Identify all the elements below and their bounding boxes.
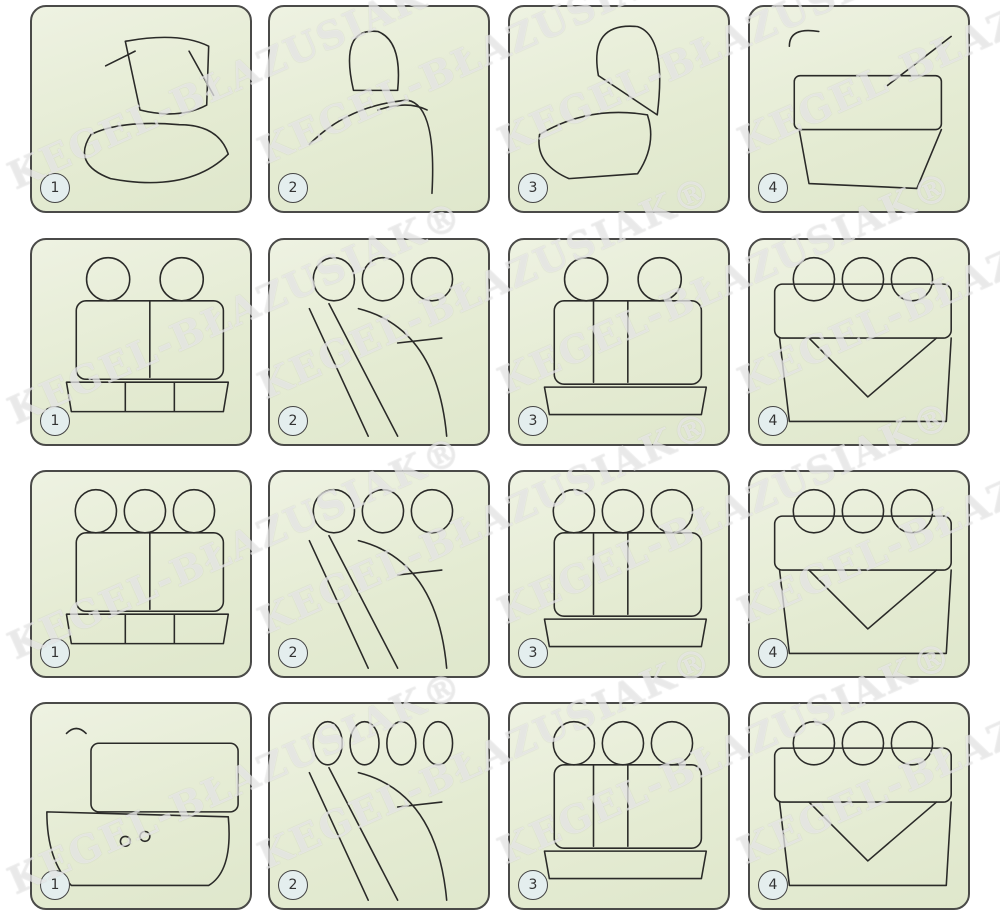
seat-illustration bbox=[308, 256, 454, 437]
step-panel-single-4: 4 bbox=[748, 5, 970, 213]
seat-illustration bbox=[308, 30, 434, 195]
step-panel-rear-bench-2: 2 bbox=[268, 702, 490, 910]
step-panel-rear-bench-4: 4 bbox=[748, 702, 970, 910]
seat-illustration bbox=[538, 25, 661, 180]
step-number-badge: 2 bbox=[278, 406, 308, 436]
seat-illustration bbox=[83, 36, 230, 184]
step-panel-triple-2: 2 bbox=[268, 470, 490, 678]
step-panel-triple-4: 4 bbox=[748, 470, 970, 678]
step-number-badge: 3 bbox=[518, 173, 548, 203]
step-panel-double-4: 4 bbox=[748, 238, 970, 446]
step-number-badge: 1 bbox=[40, 870, 70, 900]
seat-illustration bbox=[543, 720, 708, 880]
step-number-badge: 2 bbox=[278, 638, 308, 668]
step-number-badge: 4 bbox=[758, 870, 788, 900]
seat-illustration bbox=[46, 727, 239, 887]
seat-illustration bbox=[773, 720, 952, 887]
seat-illustration bbox=[773, 256, 952, 423]
step-panel-double-2: 2 bbox=[268, 238, 490, 446]
step-number-badge: 4 bbox=[758, 406, 788, 436]
step-number-badge: 3 bbox=[518, 406, 548, 436]
step-panel-single-2: 2 bbox=[268, 5, 490, 213]
step-panel-double-1: 1 bbox=[30, 238, 252, 446]
step-number-badge: 1 bbox=[40, 173, 70, 203]
step-number-badge: 1 bbox=[40, 406, 70, 436]
step-panel-rear-bench-3: 3 bbox=[508, 702, 730, 910]
step-number-badge: 2 bbox=[278, 173, 308, 203]
seat-illustration bbox=[543, 256, 708, 416]
step-panel-triple-3: 3 bbox=[508, 470, 730, 678]
step-panel-single-1: 1 bbox=[30, 5, 252, 213]
step-panel-single-3: 3 bbox=[508, 5, 730, 213]
seat-illustration bbox=[773, 488, 952, 655]
step-number-badge: 3 bbox=[518, 638, 548, 668]
step-number-badge: 4 bbox=[758, 173, 788, 203]
seat-illustration bbox=[65, 488, 230, 645]
seat-illustration bbox=[543, 488, 708, 648]
seat-illustration bbox=[65, 256, 230, 413]
step-number-badge: 2 bbox=[278, 870, 308, 900]
seat-illustration bbox=[308, 488, 454, 669]
step-number-badge: 1 bbox=[40, 638, 70, 668]
step-panel-double-3: 3 bbox=[508, 238, 730, 446]
seat-illustration bbox=[308, 720, 454, 901]
step-panel-triple-1: 1 bbox=[30, 470, 252, 678]
step-panel-rear-bench-1: 1 bbox=[30, 702, 252, 910]
seat-illustration bbox=[788, 29, 952, 190]
step-number-badge: 4 bbox=[758, 638, 788, 668]
step-number-badge: 3 bbox=[518, 870, 548, 900]
